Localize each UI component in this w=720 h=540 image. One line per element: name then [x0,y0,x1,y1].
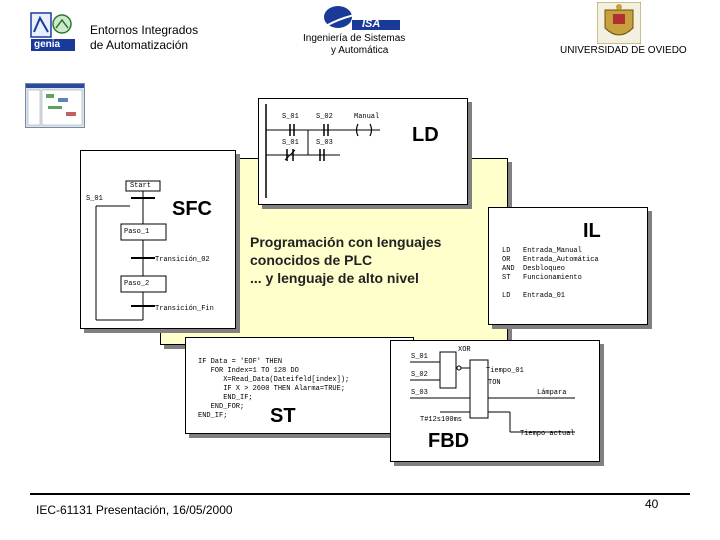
st-line-2: FOR Index=1 TO 128 DO [198,367,299,375]
fbd-ton-label: TON [488,379,501,387]
st-line-5: END_IF; [198,394,253,402]
footer-page-number: 40 [645,497,659,511]
st-line-4: IF X > 2600 THEN Alarma=TRUE; [198,385,346,393]
sfc-transition2-label: Transición_02 [155,256,210,264]
il-line-2: OR Entrada_Automática [502,256,599,264]
footer-presentation-label: IEC-61131 Presentación, 16/05/2000 [36,503,233,517]
fbd-s03-label: S_03 [411,389,428,397]
genia-logo-graphic [30,12,75,51]
university-crest-graphic [597,2,641,44]
st-line-7: END_IF; [198,412,228,420]
fbd-panel [390,340,600,462]
ld-contact-s01: S_01 [282,113,299,121]
fbd-title: FBD [428,430,470,452]
st-line-6: END_FOR; [198,403,245,411]
ld-contact-s03: S_03 [316,139,333,147]
il-title: IL [583,220,601,242]
ld-contact-manual: Manual [354,113,380,121]
ide-screenshot-thumbnail [25,83,85,128]
il-line-1: LD Entrada_Manual [502,247,582,255]
fbd-xor-label: XOR [458,346,471,354]
ld-contact-s01-b: S_01 [282,139,299,147]
fbd-lampara-label: Lámpara [537,389,567,397]
main-text-line1: Programación con lenguajes [250,234,442,250]
sfc-step2-label: Paso_2 [124,280,150,288]
sfc-step1-label: Paso_1 [124,228,150,236]
sfc-panel [80,150,236,329]
il-line-4: ST Funcionamiento [502,274,582,282]
university-crest [597,2,641,44]
ld-contact-s02: S_02 [316,113,333,121]
st-line-1: IF Data = 'EOF' THEN [198,358,283,366]
header-center-line1: Ingeniería de Sistemas [303,33,406,44]
main-text-line3: ... y lenguaje de alto nivel [250,270,419,286]
st-line-3: X=Read_Data(Dateifeld[index]); [198,376,350,384]
isa-logo-graphic [324,6,400,30]
ld-title: LD [412,124,439,146]
fbd-tiempo01-label: Tiempo_01 [486,367,524,375]
isa-logo: ISA [318,4,404,32]
st-title: ST [270,405,296,427]
header-title-left-line1: Entornos Integrados [90,23,199,37]
sfc-start-label: Start [130,182,152,190]
header-title-right: UNIVERSIDAD DE OVIEDO [560,45,687,56]
il-line-6: LD Entrada_01 [502,292,566,300]
il-panel [488,207,648,325]
footer-divider [30,493,690,495]
isa-logo-text: ISA [362,18,381,30]
main-text-line2: conocidos de PLC [250,252,373,268]
sfc-transition-end-label: Transición_Fin [155,305,214,313]
genia-logo-text: genia [34,39,61,50]
fbd-tiempo-actual-label: Tiempo actual [520,430,575,438]
il-line-3: AND Desbloqueo [502,265,566,273]
fbd-s01-label: S_01 [411,353,428,361]
header-title-left-line2: de Automatización [90,38,189,52]
ide-screenshot-graphic [26,84,84,126]
genia-logo: genia [30,12,76,52]
header-center-line2: y Automática [331,45,389,56]
sfc-s01-label: S_01 [86,195,103,203]
fbd-s02-label: S_02 [411,371,428,379]
fbd-time-const-label: T#12s100ms [420,416,463,424]
sfc-title: SFC [172,198,212,220]
